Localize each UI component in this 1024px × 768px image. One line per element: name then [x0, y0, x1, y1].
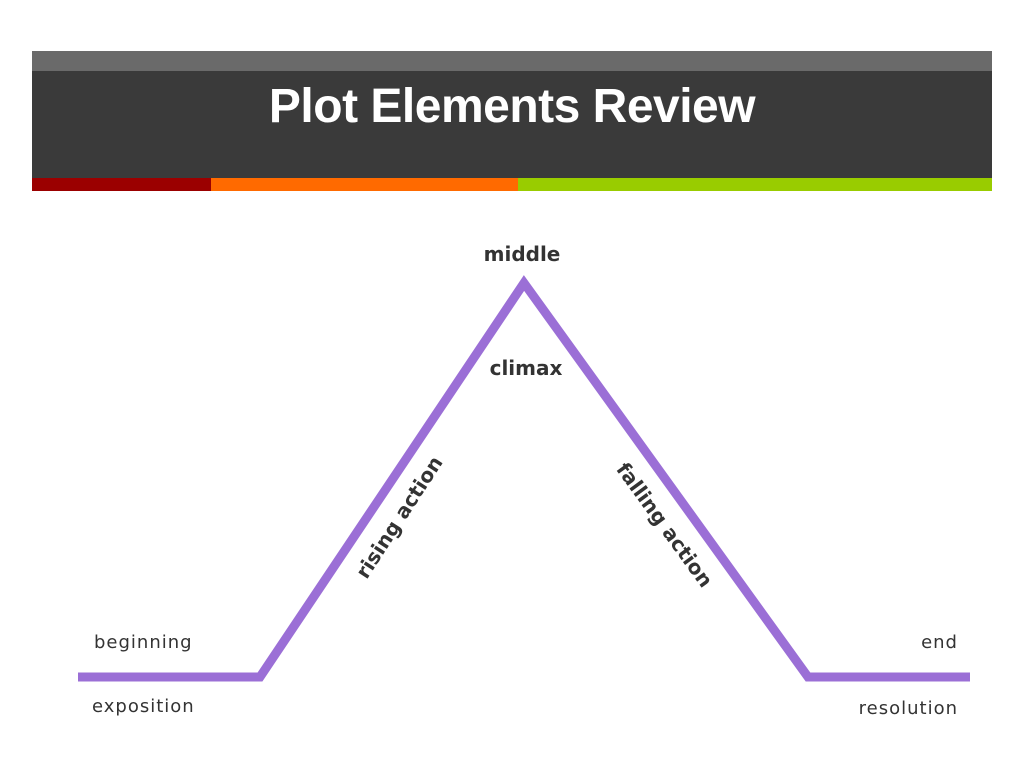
resolution-label: resolution [859, 698, 958, 719]
plot-arc-line [78, 275, 970, 682]
accent-strip-red [32, 178, 211, 191]
climax-label: climax [490, 356, 563, 380]
accent-strip-orange [211, 178, 518, 191]
page-title: Plot Elements Review [268, 80, 756, 133]
exposition-label: exposition [92, 696, 195, 717]
title-top-strip [32, 51, 992, 71]
end-label: end [921, 632, 958, 653]
title-bar: Plot Elements Review [32, 51, 992, 178]
middle-label: middle [484, 242, 561, 266]
beginning-label: beginning [94, 632, 193, 653]
accent-strip-green [518, 178, 992, 191]
